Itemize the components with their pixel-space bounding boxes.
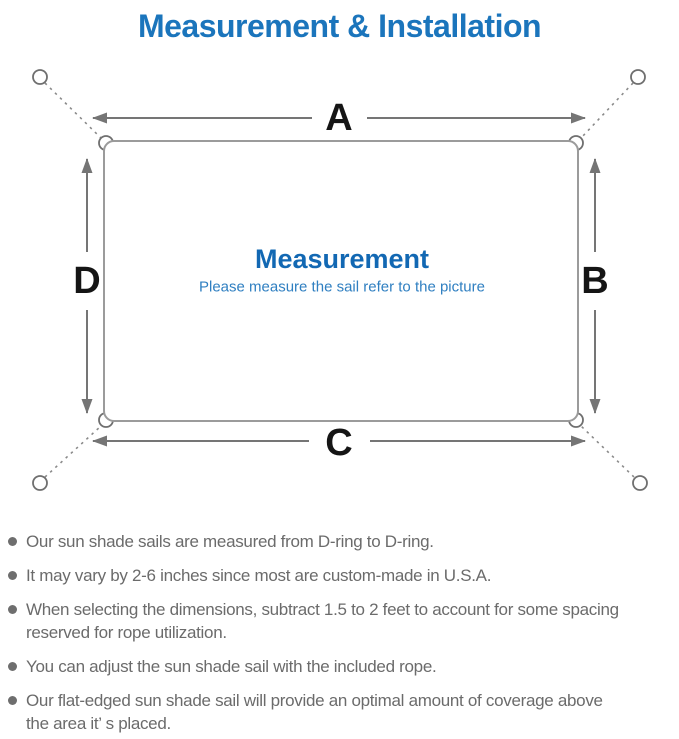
anchor-points xyxy=(32,69,648,491)
bullet-dot-icon xyxy=(8,537,17,546)
anchor-point-bottom-left xyxy=(32,475,48,491)
bullet-dot-icon xyxy=(8,662,17,671)
instruction-notes-list: Our sun shade sails are measured from D-… xyxy=(0,530,679,735)
sail-rectangle xyxy=(103,140,579,422)
anchor-point-top-left xyxy=(32,69,48,85)
note-text: the area it’ s placed. xyxy=(26,714,171,733)
rope-dashed-lines xyxy=(44,82,635,478)
dimension-label-b: B xyxy=(581,260,608,302)
note-item-adjust-rope: You can adjust the sun shade sail with t… xyxy=(0,655,673,678)
rope-top-right xyxy=(580,82,634,139)
note-item-subtract-spacing: When selecting the dimensions, subtract … xyxy=(0,598,673,644)
note-item-vary-inches: It may vary by 2-6 inches since most are… xyxy=(0,564,673,587)
rope-top-left xyxy=(44,82,102,139)
note-text: You can adjust the sun shade sail with t… xyxy=(26,657,437,676)
rope-bottom-right xyxy=(580,425,635,478)
dimension-label-a: A xyxy=(325,97,352,139)
note-text: Our flat-edged sun shade sail will provi… xyxy=(26,691,603,710)
dimension-label-c: C xyxy=(325,422,352,464)
note-text: Our sun shade sails are measured from D-… xyxy=(26,532,434,551)
bullet-dot-icon xyxy=(8,696,17,705)
dimension-labels: A B C D xyxy=(73,97,608,464)
dimension-arrows xyxy=(81,112,601,447)
bullet-dot-icon xyxy=(8,605,17,614)
bullet-dot-icon xyxy=(8,571,17,580)
note-text: When selecting the dimensions, subtract … xyxy=(26,600,619,619)
note-item-flat-edged-coverage: Our flat-edged sun shade sail will provi… xyxy=(0,689,673,735)
anchor-point-bottom-right xyxy=(632,475,648,491)
anchor-point-top-right xyxy=(630,69,646,85)
rope-bottom-left xyxy=(44,425,102,478)
note-text: reserved for rope utilization. xyxy=(26,623,227,642)
note-item-measured-d-ring: Our sun shade sails are measured from D-… xyxy=(0,530,673,553)
note-text: It may vary by 2-6 inches since most are… xyxy=(26,566,492,585)
dimension-label-d: D xyxy=(73,260,100,302)
diagram-center-heading: Measurement xyxy=(255,244,429,274)
page-title: Measurement & Installation xyxy=(137,8,542,44)
diagram-center-subtitle: Please measure the sail refer to the pic… xyxy=(199,279,485,296)
sail-measurement-diagram: A B C D Measurement Please measure the s… xyxy=(32,69,648,491)
